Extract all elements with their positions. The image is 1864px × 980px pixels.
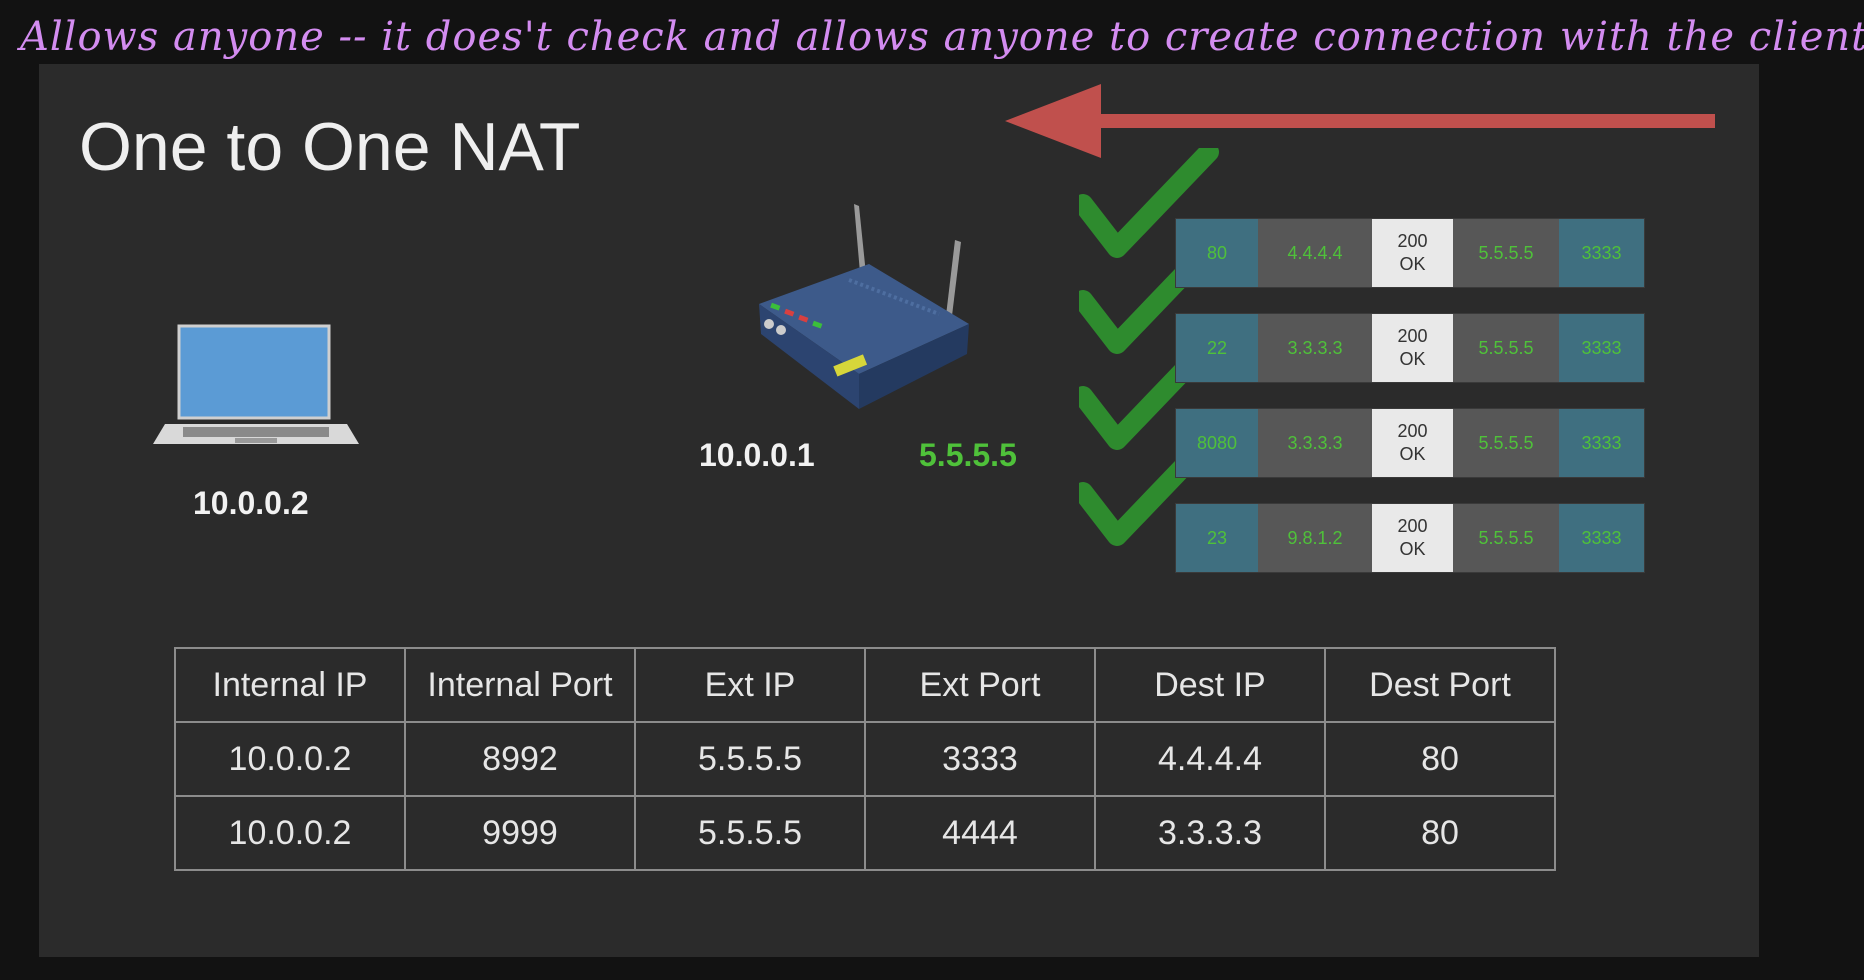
table-row: 10.0.0.2 8992 5.5.5.5 3333 4.4.4.4 80	[174, 721, 1556, 797]
slide-title: One to One NAT	[79, 109, 581, 185]
packet-status: 200 OK	[1372, 314, 1453, 382]
router-internal-ip-label: 10.0.0.1	[699, 437, 815, 473]
packet-src-ip: 3.3.3.3	[1258, 314, 1372, 382]
nat-table: Internal IP Internal Port Ext IP Ext Por…	[174, 647, 1556, 871]
packet-row: 23 9.8.1.2 200 OK 5.5.5.5 3333	[1175, 503, 1645, 573]
packet-row: 8080 3.3.3.3 200 OK 5.5.5.5 3333	[1175, 408, 1645, 478]
table-cell: 9999	[404, 795, 636, 871]
column-header: Ext IP	[634, 647, 866, 723]
packet-dst-port: 3333	[1559, 219, 1644, 287]
laptop-icon	[153, 324, 359, 444]
packet-status-code: 200	[1397, 231, 1428, 251]
table-cell: 8992	[404, 721, 636, 797]
packet-status: 200 OK	[1372, 219, 1453, 287]
packet-status-code: 200	[1397, 326, 1428, 346]
checkmark-icon	[1079, 148, 1219, 258]
packet-src-ip: 9.8.1.2	[1258, 504, 1372, 572]
packet-dst-port: 3333	[1559, 409, 1644, 477]
packet-dst-port: 3333	[1559, 504, 1644, 572]
packet-status: 200 OK	[1372, 409, 1453, 477]
packet-status-text: OK	[1399, 349, 1426, 369]
table-cell: 4.4.4.4	[1094, 721, 1326, 797]
slide: One to One NAT 10.0.0.2 10.0.0.1 5.5.5.5	[39, 64, 1759, 957]
packet-dst-ip: 5.5.5.5	[1453, 409, 1559, 477]
packet-status-text: OK	[1399, 254, 1426, 274]
packet-src-ip: 3.3.3.3	[1258, 409, 1372, 477]
packet-dst-ip: 5.5.5.5	[1453, 314, 1559, 382]
packet-src-port: 80	[1176, 219, 1258, 287]
table-cell: 5.5.5.5	[634, 795, 866, 871]
packet-status-text: OK	[1399, 444, 1426, 464]
packet-status-code: 200	[1397, 421, 1428, 441]
column-header: Dest IP	[1094, 647, 1326, 723]
client-ip-label: 10.0.0.2	[193, 485, 309, 521]
table-cell: 80	[1324, 721, 1556, 797]
packet-src-port: 8080	[1176, 409, 1258, 477]
packet-status: 200 OK	[1372, 504, 1453, 572]
table-cell: 80	[1324, 795, 1556, 871]
column-header: Ext Port	[864, 647, 1096, 723]
table-row: 10.0.0.2 9999 5.5.5.5 4444 3.3.3.3 80	[174, 795, 1556, 871]
packet-row: 22 3.3.3.3 200 OK 5.5.5.5 3333	[1175, 313, 1645, 383]
table-cell: 10.0.0.2	[174, 721, 406, 797]
table-cell: 4444	[864, 795, 1096, 871]
table-header-row: Internal IP Internal Port Ext IP Ext Por…	[174, 647, 1556, 723]
left-arrow-icon	[1005, 84, 1715, 158]
packet-dst-port: 3333	[1559, 314, 1644, 382]
column-header: Internal Port	[404, 647, 636, 723]
packet-dst-ip: 5.5.5.5	[1453, 219, 1559, 287]
column-header: Dest Port	[1324, 647, 1556, 723]
packet-status-text: OK	[1399, 539, 1426, 559]
packet-status-code: 200	[1397, 516, 1428, 536]
table-cell: 10.0.0.2	[174, 795, 406, 871]
table-cell: 3.3.3.3	[1094, 795, 1326, 871]
packet-src-port: 23	[1176, 504, 1258, 572]
table-cell: 5.5.5.5	[634, 721, 866, 797]
router-external-ip-label: 5.5.5.5	[919, 437, 1017, 473]
annotation-text: Allows anyone -- it does't check and all…	[20, 14, 1864, 60]
packet-src-ip: 4.4.4.4	[1258, 219, 1372, 287]
router-icon	[759, 204, 969, 409]
table-cell: 3333	[864, 721, 1096, 797]
packet-src-port: 22	[1176, 314, 1258, 382]
column-header: Internal IP	[174, 647, 406, 723]
packet-row: 80 4.4.4.4 200 OK 5.5.5.5 3333	[1175, 218, 1645, 288]
packet-dst-ip: 5.5.5.5	[1453, 504, 1559, 572]
